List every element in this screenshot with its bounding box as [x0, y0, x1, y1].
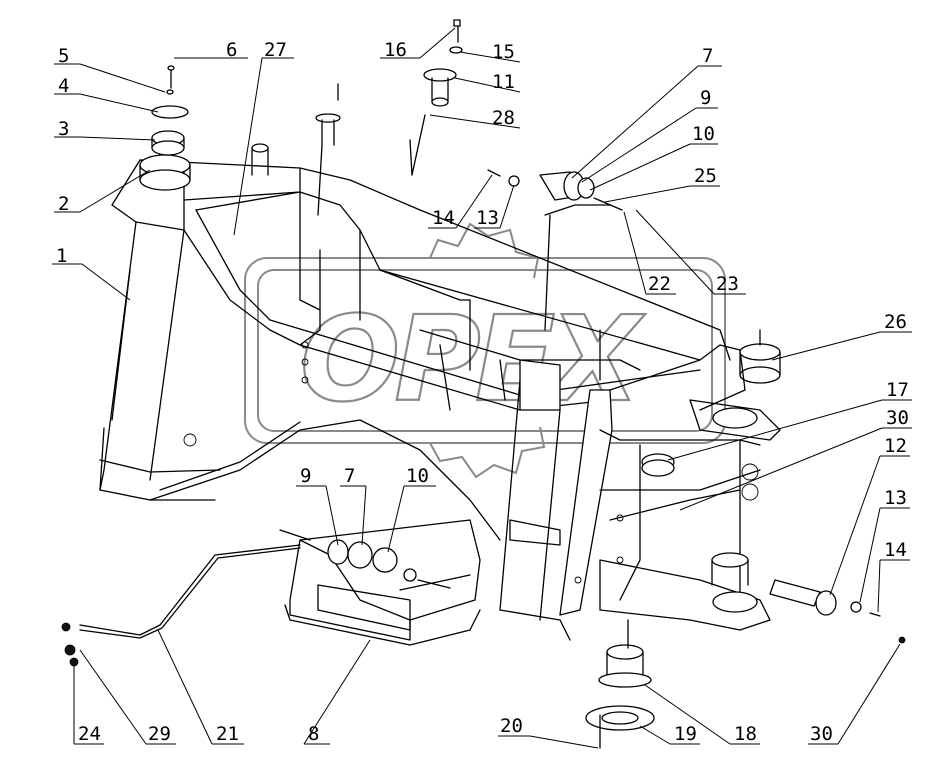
callout-14-upper: 14	[428, 174, 493, 229]
upper-right-bushing-stack	[423, 19, 463, 107]
svg-text:16: 16	[384, 39, 407, 61]
callout-26: 26	[771, 311, 912, 361]
svg-text:12: 12	[884, 435, 907, 457]
svg-text:20: 20	[500, 715, 523, 737]
svg-text:27: 27	[264, 39, 287, 61]
svg-text:1: 1	[56, 245, 67, 267]
svg-text:2: 2	[58, 193, 69, 215]
svg-text:9: 9	[700, 87, 711, 109]
callout-18: 18	[644, 684, 760, 745]
callout-14-lower: 14	[877, 539, 910, 613]
callout-25: 25	[604, 165, 720, 203]
svg-text:24: 24	[78, 723, 101, 745]
callout-19: 19	[639, 723, 700, 745]
callout-13-lower: 13	[859, 487, 910, 603]
right-pivot-parts	[641, 329, 906, 644]
callout-9-upper: 9	[581, 87, 718, 183]
svg-text:8: 8	[308, 723, 319, 745]
svg-text:29: 29	[148, 723, 171, 745]
callout-10-lower: 10	[387, 465, 436, 553]
callout-23: 23	[635, 209, 746, 295]
callout-22: 22	[623, 211, 676, 295]
callout-30-upper: 30	[679, 407, 912, 511]
callout-15: 15	[459, 41, 521, 63]
svg-text:28: 28	[492, 107, 515, 129]
callout-20: 20	[498, 715, 599, 749]
svg-text:11: 11	[492, 71, 515, 93]
svg-text:3: 3	[58, 118, 69, 140]
callout-29: 29	[79, 649, 176, 745]
callout-12: 12	[829, 435, 910, 596]
callout-11: 11	[454, 71, 521, 93]
lower-cradle	[284, 519, 481, 646]
callout-8: 8	[303, 639, 371, 745]
svg-text:13: 13	[884, 487, 907, 509]
svg-text:14: 14	[884, 539, 907, 561]
callout-30-lower: 30	[808, 643, 901, 745]
svg-text:10: 10	[692, 123, 715, 145]
svg-text:14: 14	[432, 207, 455, 229]
svg-text:17: 17	[886, 379, 909, 401]
callout-24: 24	[73, 665, 104, 745]
callout-3: 3	[54, 118, 156, 141]
callout-10-upper: 10	[589, 123, 718, 191]
svg-text:10: 10	[406, 465, 429, 487]
upper-cylinder-pin	[487, 169, 623, 331]
svg-text:18: 18	[734, 723, 757, 745]
callout-16: 16	[380, 27, 456, 61]
center-steering-pin-stack	[251, 83, 426, 216]
callout-4: 4	[54, 75, 159, 113]
svg-text:23: 23	[716, 273, 739, 295]
callout-7-upper: 7	[571, 45, 722, 179]
callout-7-lower: 7	[340, 465, 367, 546]
svg-text:5: 5	[58, 45, 69, 67]
left-steering-pin-stack	[139, 65, 191, 191]
callout-2: 2	[54, 169, 151, 215]
callout-21: 21	[157, 629, 244, 745]
svg-text:6: 6	[226, 39, 237, 61]
callout-27: 27	[233, 39, 294, 236]
callout-9-lower: 9	[296, 465, 339, 546]
svg-text:30: 30	[810, 723, 833, 745]
svg-text:9: 9	[300, 465, 311, 487]
callout-1: 1	[52, 245, 131, 301]
svg-text:30: 30	[886, 407, 909, 429]
callout-17: 17	[667, 379, 912, 461]
svg-text:13: 13	[476, 207, 499, 229]
svg-text:7: 7	[702, 45, 713, 67]
svg-text:22: 22	[648, 273, 671, 295]
hydraulic-hose-line	[61, 269, 311, 667]
callout-6: 6	[174, 39, 248, 61]
svg-text:26: 26	[884, 311, 907, 333]
lower-pin-stack	[585, 619, 655, 749]
svg-text:21: 21	[216, 723, 239, 745]
callout-5: 5	[54, 45, 166, 93]
svg-text:19: 19	[674, 723, 697, 745]
svg-text:7: 7	[344, 465, 355, 487]
callout-labels: 1 2 3 4 5 6 27 16 15 11 28 7 9 10 25 14 …	[52, 27, 912, 749]
svg-text:25: 25	[694, 165, 717, 187]
front-frame-assembly	[99, 159, 781, 641]
lower-cylinder-pin	[327, 519, 561, 589]
svg-text:4: 4	[58, 75, 69, 97]
callout-13-upper: 13	[474, 184, 515, 229]
callout-28: 28	[429, 107, 521, 129]
svg-text:15: 15	[492, 41, 515, 63]
